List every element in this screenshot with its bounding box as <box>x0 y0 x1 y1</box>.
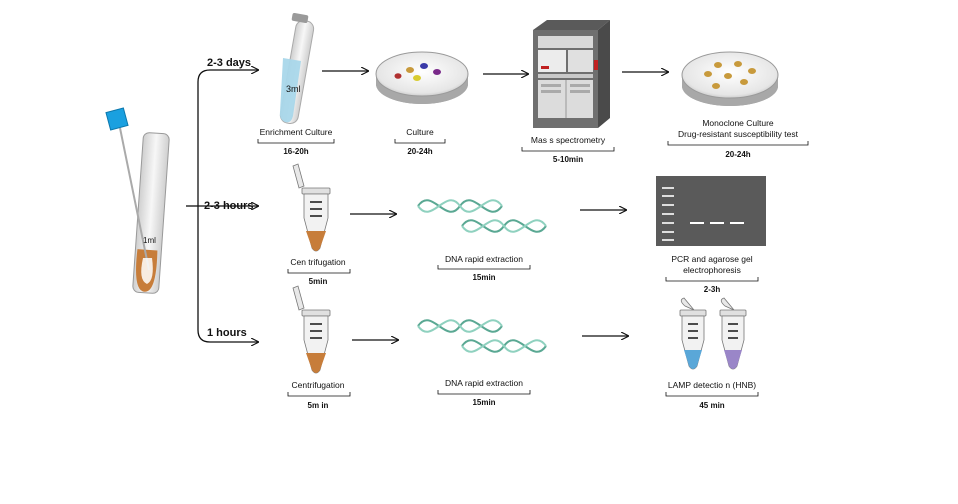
step-culture: Culture 20-24h <box>394 127 446 156</box>
step-time: 5m in <box>308 401 329 410</box>
step-label: Culture <box>406 127 434 137</box>
step-centrifugation-1: Cen trifugation 5min <box>287 257 351 286</box>
step-dna-extraction-2: DNA rapid extraction 15min <box>437 378 531 407</box>
step-label: PCR and agarose gel <box>671 254 752 264</box>
mass-spectrometer-icon <box>533 20 610 128</box>
step-label: Monoclone Culture <box>702 118 774 128</box>
swab-icon: 1ml <box>105 107 170 294</box>
step-dna-extraction-1: DNA rapid extraction 15min <box>437 254 531 282</box>
step-label: Centrifugation <box>292 380 345 390</box>
route-label-days: 2-3 days <box>207 57 251 69</box>
step-label: Cen trifugation <box>290 257 346 267</box>
microcentrifuge-tube-icon <box>292 285 331 374</box>
step-label: LAMP detectio n (HNB) <box>668 380 756 390</box>
step-label: Enrichment Culture <box>260 127 333 137</box>
microcentrifuge-tube-icon <box>292 163 331 252</box>
step-label: DNA rapid extraction <box>445 378 523 388</box>
step-time: 16-20h <box>283 147 308 156</box>
step-time: 15min <box>472 273 495 282</box>
culture-tube-icon: 3ml <box>279 12 315 125</box>
step-time: 5-10min <box>553 155 583 164</box>
step-mass-spec: Mas s spectrometry 5-10min <box>521 135 615 164</box>
step-lamp: LAMP detectio n (HNB) 45 min <box>665 380 759 410</box>
petri-dish-icon <box>681 51 779 106</box>
lamp-tube-icon <box>679 297 707 370</box>
step-label: Mas s spectrometry <box>531 135 606 145</box>
step-label: DNA rapid extraction <box>445 254 523 264</box>
branch-lines <box>186 70 258 342</box>
step-label-2: electrophoresis <box>683 265 741 275</box>
step-enrichment: Enrichment Culture 16-20h <box>257 127 335 156</box>
step-time: 20-24h <box>407 147 432 156</box>
dna-helix-icon <box>417 319 547 353</box>
dna-helix-icon <box>417 199 547 233</box>
step-time: 20-24h <box>725 150 750 159</box>
step-pcr: PCR and agarose gel electrophoresis 2-3h <box>665 254 759 294</box>
step-time: 5min <box>309 277 328 286</box>
route-label-hours: 2-3 hours <box>204 200 254 212</box>
swab-volume-label: 1ml <box>143 236 156 245</box>
step-time: 15min <box>472 398 495 407</box>
gel-electrophoresis-icon <box>656 176 766 246</box>
step-time: 2-3h <box>704 285 721 294</box>
step-label-2: Drug-resistant susceptibility test <box>678 129 799 139</box>
step-centrifugation-2: Centrifugation 5m in <box>287 380 351 410</box>
petri-dish-icon <box>375 51 469 104</box>
step-time: 45 min <box>699 401 724 410</box>
step-monoclone: Monoclone Culture Drug-resistant suscept… <box>667 118 809 159</box>
culture-tube-volume-label: 3ml <box>286 84 301 94</box>
route-label-1-hour: 1 hours <box>207 327 247 339</box>
lamp-tube-icon <box>719 297 747 370</box>
